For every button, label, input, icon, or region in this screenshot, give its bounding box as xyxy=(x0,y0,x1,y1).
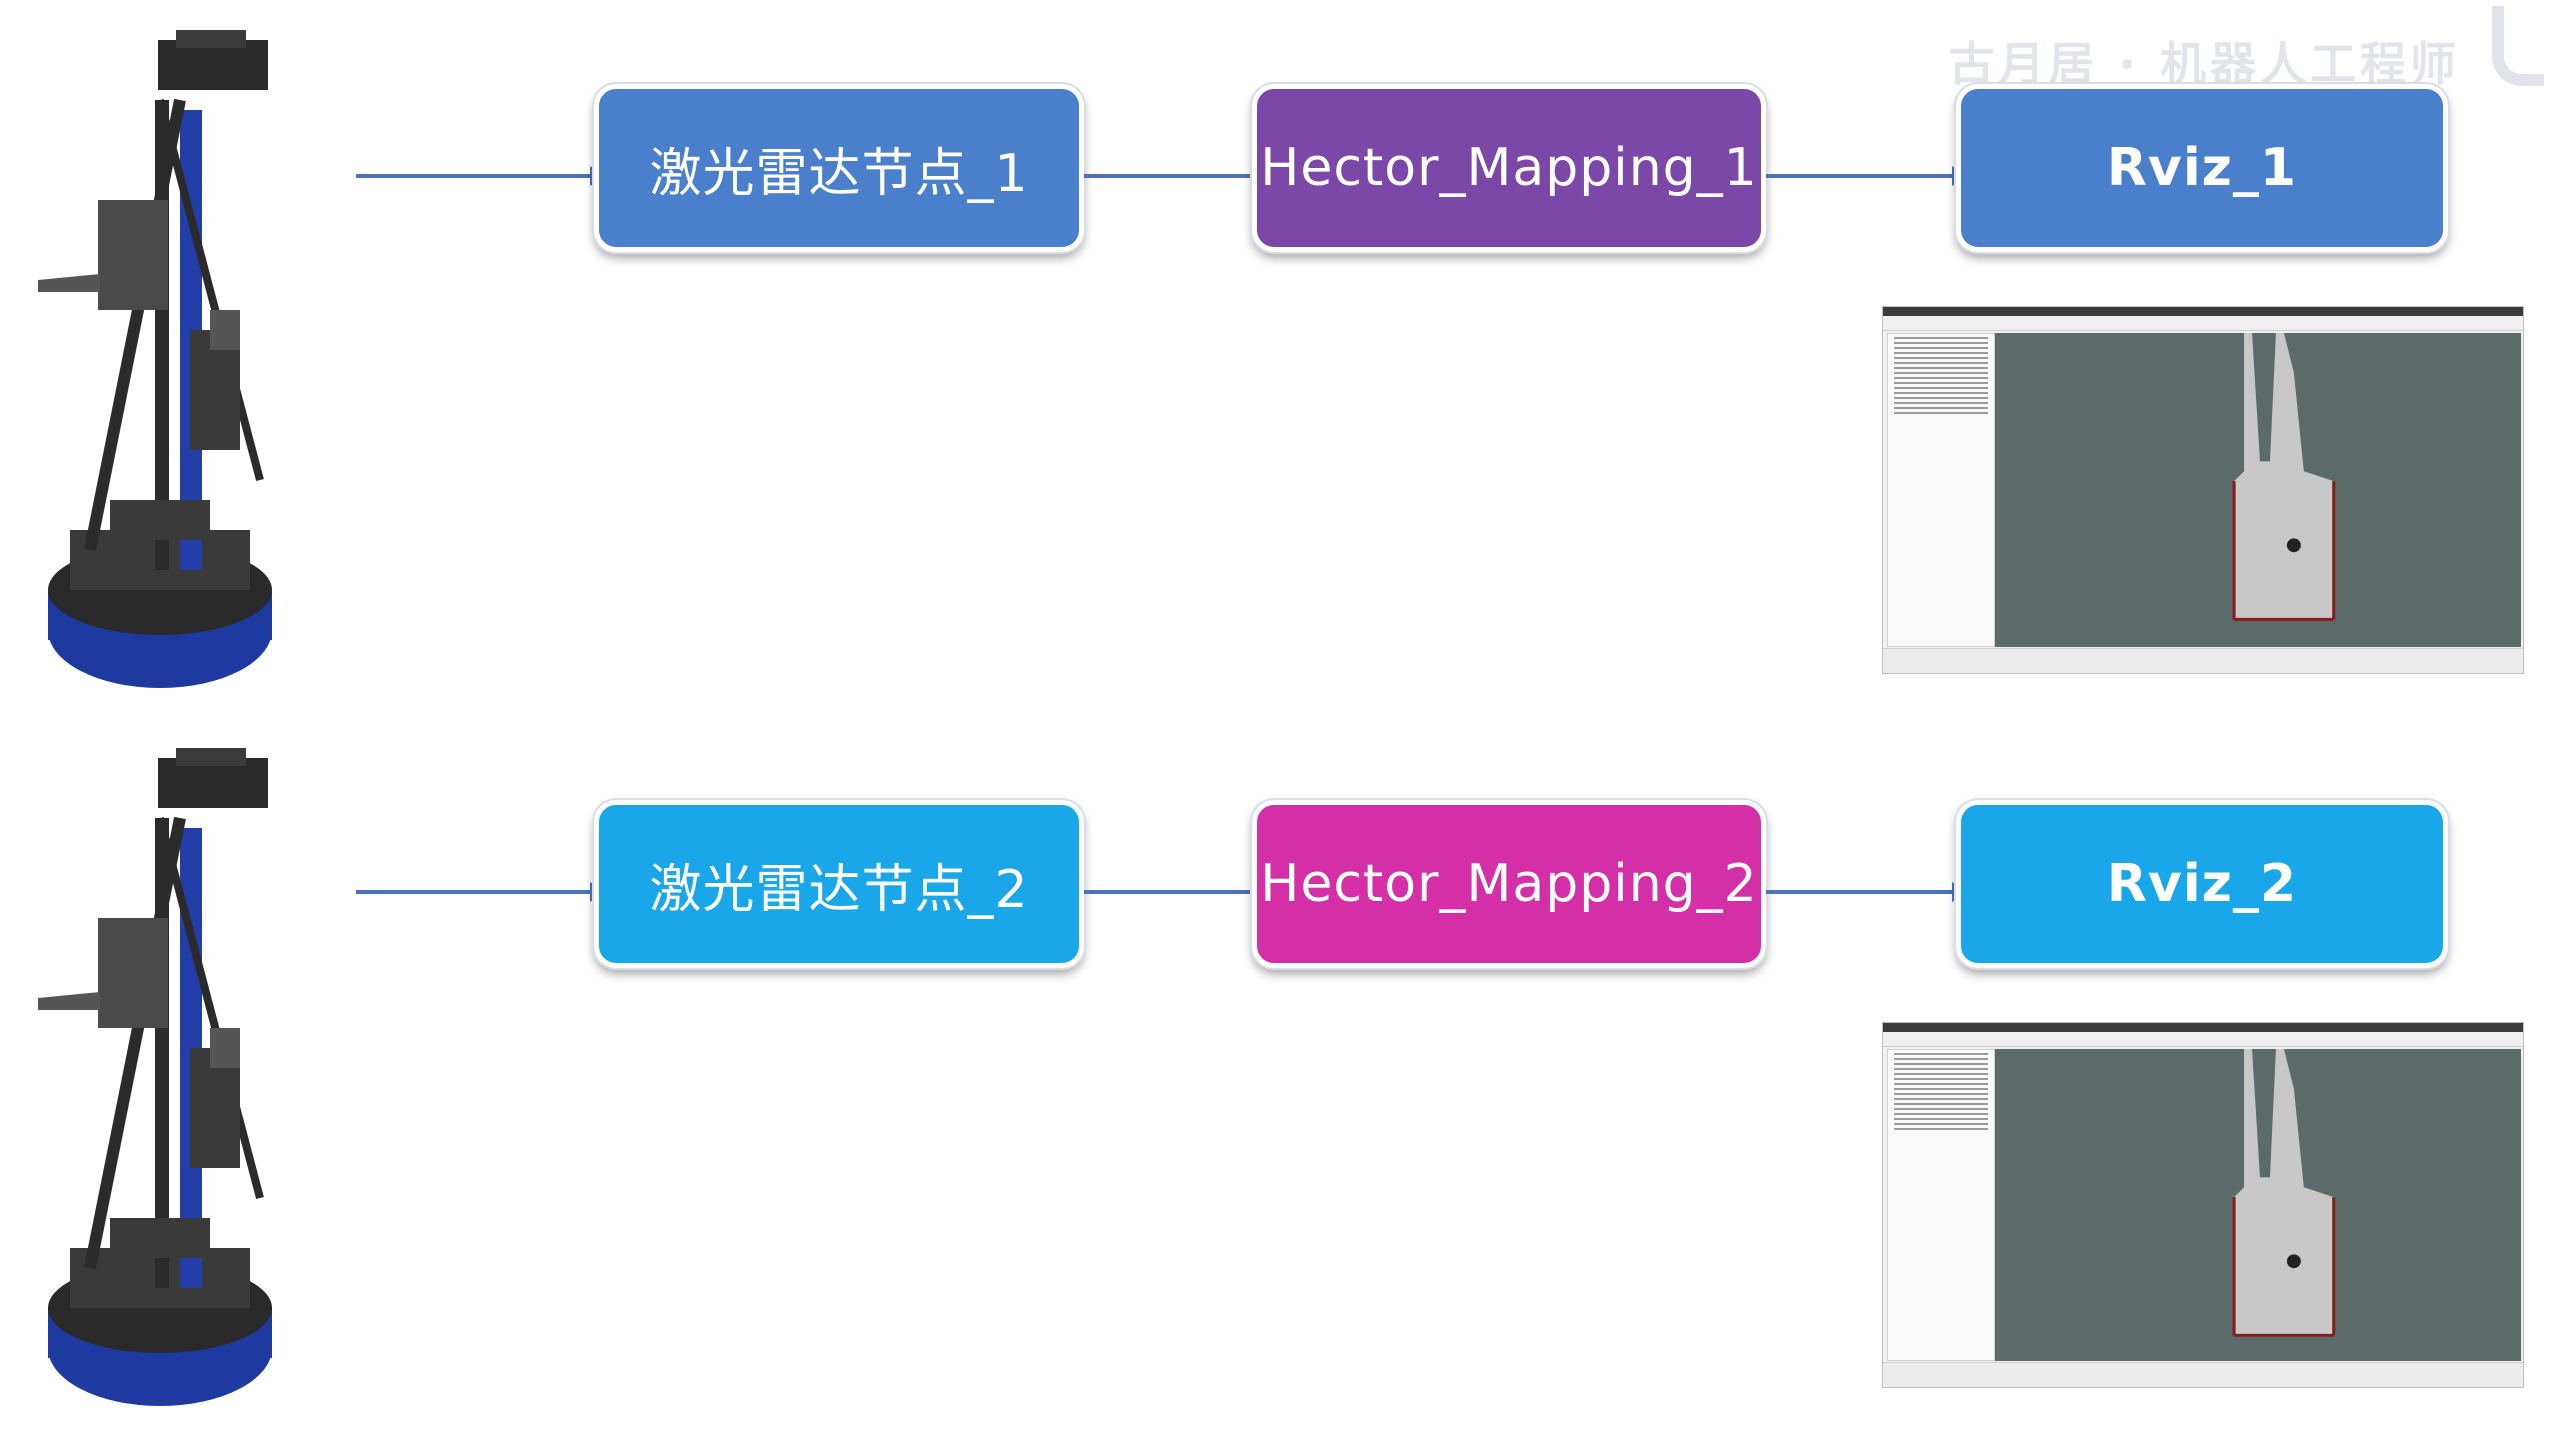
rviz-map-view xyxy=(1995,1049,2521,1361)
hector-mapping-node-2: Hector_Mapping_2 xyxy=(1252,800,1766,968)
rviz-statusbar xyxy=(1883,648,2523,673)
rviz-displays-panel xyxy=(1887,333,1995,647)
arrow-mapping-to-rviz-1 xyxy=(1766,166,1968,186)
rviz-titlebar xyxy=(1883,1023,2523,1032)
lidar-node-1: 激光雷达节点_1 xyxy=(594,84,1084,252)
rviz-menubar xyxy=(1883,316,2523,331)
watermark-text: 古月居 · 机器人工程师 xyxy=(1948,37,2460,91)
rviz-map-view xyxy=(1995,333,2521,647)
hector-mapping-node-1: Hector_Mapping_1 xyxy=(1252,84,1766,252)
hector-mapping-node-2-label: Hector_Mapping_2 xyxy=(1260,854,1758,914)
lidar-node-2: 激光雷达节点_2 xyxy=(594,800,1084,968)
watermark-logo-icon xyxy=(2492,6,2544,86)
lidar-node-1-label: 激光雷达节点_1 xyxy=(649,143,1029,204)
rviz-node-1-label: Rviz_1 xyxy=(2106,138,2298,198)
rviz-screenshot-1 xyxy=(1882,306,2524,674)
rviz-node-2-label: Rviz_2 xyxy=(2106,854,2298,914)
rviz-statusbar xyxy=(1883,1362,2523,1387)
arrow-lidar-to-mapping-1 xyxy=(1084,166,1266,186)
arrow-mapping-to-rviz-2 xyxy=(1766,882,1968,902)
rviz-screenshot-2 xyxy=(1882,1022,2524,1388)
hector-mapping-node-1-label: Hector_Mapping_1 xyxy=(1260,138,1758,198)
rviz-titlebar xyxy=(1883,307,2523,316)
rviz-menubar xyxy=(1883,1032,2523,1047)
arrow-lidar-to-mapping-2 xyxy=(1084,882,1266,902)
robot-image-1 xyxy=(38,30,272,688)
rviz-node-2: Rviz_2 xyxy=(1956,800,2448,968)
rviz-node-1: Rviz_1 xyxy=(1956,84,2448,252)
robot-image-2 xyxy=(38,748,272,1406)
arrow-robot-to-lidar-1 xyxy=(356,166,606,186)
arrow-robot-to-lidar-2 xyxy=(356,882,606,902)
rviz-displays-panel xyxy=(1887,1049,1995,1361)
lidar-node-2-label: 激光雷达节点_2 xyxy=(649,859,1029,920)
